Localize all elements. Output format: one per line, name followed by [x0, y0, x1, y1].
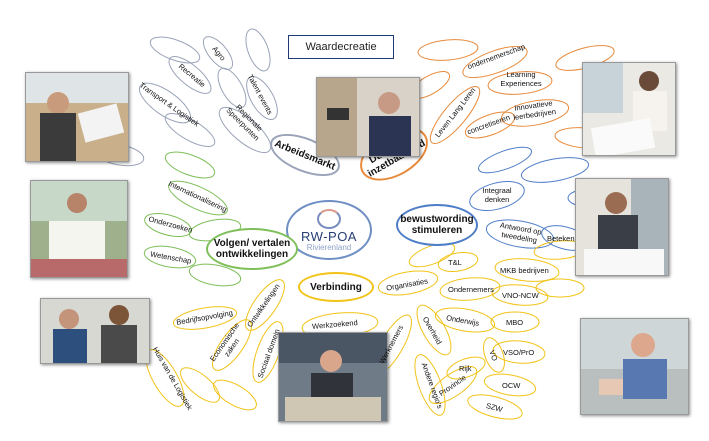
leaf-ondernemers: Ondernemers [448, 285, 494, 294]
duurzame-branches [409, 39, 616, 149]
leaf-beteken: Beteken [547, 234, 575, 243]
leaf-rijk: Rijk [459, 364, 472, 373]
photo-top-right [582, 62, 676, 156]
photo-middle-left [30, 180, 128, 278]
leaf-mbo: MBO [506, 318, 524, 327]
logo-text-sub: Rivierenland [306, 242, 352, 252]
photo-bottom-right [580, 318, 689, 415]
logo-text-main: RW-POA [301, 228, 357, 244]
leaf-integraal-denken: Integraal denken [482, 186, 512, 204]
photo-middle-right [575, 178, 669, 276]
leaf-tl: T&L [448, 258, 462, 267]
leaf-vno-ncw: VNO-NCW [502, 291, 539, 300]
hub-verbinding: Verbinding [298, 272, 374, 302]
leaf-ocw: OCW [502, 381, 521, 390]
hub-volgen-vertalen: Volgen/ vertalen ontwikkelingen [206, 228, 298, 270]
photo-bottom-center [278, 332, 388, 422]
leaf-vso-pro: VSO/PrO [503, 348, 535, 357]
map-title: Waardecreatie [288, 35, 394, 59]
leaf-learning-experiences: Learning Experiences [500, 70, 542, 88]
hub-bewustwording: bewustwording stimuleren [396, 204, 478, 246]
photo-top-left [25, 72, 129, 162]
volgen-branches [143, 151, 242, 287]
logo-ring-icon [317, 208, 341, 229]
photo-bottom-left [40, 298, 150, 364]
photo-top-center [316, 77, 420, 157]
leaf-mkb-bedrijven: MKB bedrijven [500, 266, 549, 275]
rw-poa-logo: RW-POA Rivierenland [286, 200, 372, 260]
